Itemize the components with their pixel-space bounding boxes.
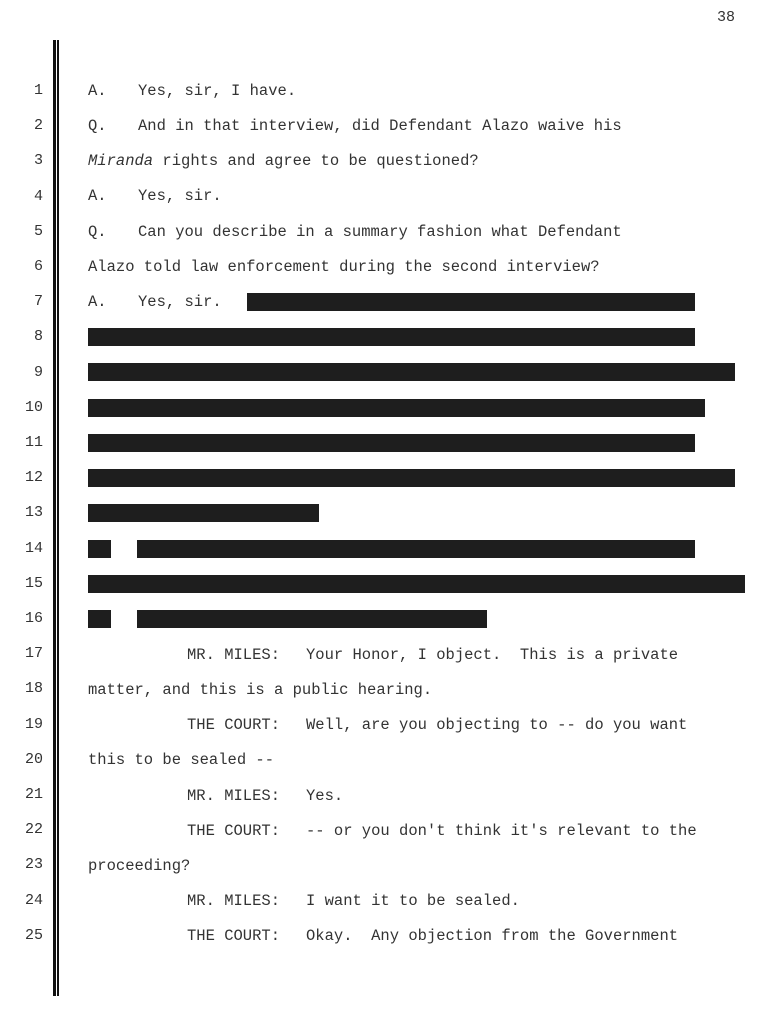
line-number: 2 xyxy=(33,117,43,135)
line-number: 13 xyxy=(24,504,43,522)
line-number: 1 xyxy=(33,82,43,99)
transcript-line: Miranda rights and agree to be questione… xyxy=(88,151,479,171)
transcript-line: matter, and this is a public hearing. xyxy=(88,681,433,699)
line-number: 21 xyxy=(24,786,43,803)
page-number: 38 xyxy=(716,9,735,26)
transcript-line: I want it to be sealed. xyxy=(306,892,520,910)
line-number: 4 xyxy=(33,187,43,205)
line-number: 9 xyxy=(33,363,43,381)
speaker-label: MR. MILES: xyxy=(187,787,281,805)
line-number: 18 xyxy=(24,680,43,698)
qa-label: A. xyxy=(88,187,107,205)
redaction-bar xyxy=(88,328,695,346)
transcript-line: Yes, sir, I have. xyxy=(138,82,297,100)
line-number: 6 xyxy=(33,258,43,275)
redaction-bar xyxy=(88,540,111,558)
speaker-label: MR. MILES: xyxy=(187,646,281,664)
transcript-line: Yes. xyxy=(306,787,344,805)
transcript-line: this to be sealed -- xyxy=(88,751,275,769)
line-number: 20 xyxy=(24,750,43,768)
line-number: 3 xyxy=(33,152,43,170)
redaction-bar xyxy=(88,399,705,417)
margin-rule xyxy=(53,40,56,996)
line-number: 22 xyxy=(24,821,43,839)
redaction-bar xyxy=(88,575,745,593)
qa-label: Q. xyxy=(88,117,107,135)
line-number: 8 xyxy=(33,328,43,346)
transcript-line: Can you describe in a summary fashion wh… xyxy=(138,223,622,241)
redaction-bar xyxy=(88,434,695,452)
line-text: rights and agree to be questioned? xyxy=(153,152,479,170)
transcript-line: Yes, sir. xyxy=(138,293,222,311)
line-number: 11 xyxy=(24,434,43,451)
redaction-bar xyxy=(88,363,735,381)
redaction-bar xyxy=(137,540,695,558)
transcript-line: Okay. Any objection from the Government xyxy=(306,927,679,945)
line-number: 17 xyxy=(24,645,43,663)
redaction-bar xyxy=(88,610,111,628)
redaction-bar xyxy=(137,610,487,628)
transcript-line: -- or you don't think it's relevant to t… xyxy=(306,822,697,840)
redaction-bar xyxy=(88,504,319,522)
qa-label: A. xyxy=(88,82,107,100)
margin-rule xyxy=(57,40,59,996)
redaction-bar xyxy=(247,293,695,311)
line-number: 15 xyxy=(24,574,43,592)
speaker-label: THE COURT: xyxy=(187,927,281,945)
redaction-bar xyxy=(88,469,735,487)
line-number: 23 xyxy=(24,856,43,874)
transcript-line: Well, are you objecting to -- do you wan… xyxy=(306,716,688,734)
qa-label: Q. xyxy=(88,223,107,241)
transcript-line: And in that interview, did Defendant Ala… xyxy=(138,117,622,135)
line-number: 10 xyxy=(24,398,43,416)
italic-term: Miranda xyxy=(88,152,154,170)
qa-label: A. xyxy=(88,293,107,311)
speaker-label: THE COURT: xyxy=(187,822,281,840)
line-number: 25 xyxy=(24,926,43,944)
transcript-line: Alazo told law enforcement during the se… xyxy=(88,258,600,276)
transcript-line: proceeding? xyxy=(88,857,191,875)
speaker-label: THE COURT: xyxy=(187,716,281,734)
line-number: 5 xyxy=(33,222,43,240)
line-number: 24 xyxy=(24,891,43,909)
line-number: 19 xyxy=(24,715,43,733)
line-number: 7 xyxy=(33,293,43,311)
line-number: 12 xyxy=(24,469,43,487)
speaker-label: MR. MILES: xyxy=(187,892,281,910)
line-number: 16 xyxy=(24,610,43,627)
transcript-line: Yes, sir. xyxy=(138,187,222,205)
transcript-line: Your Honor, I object. This is a private xyxy=(306,646,679,664)
line-number: 14 xyxy=(24,539,43,557)
